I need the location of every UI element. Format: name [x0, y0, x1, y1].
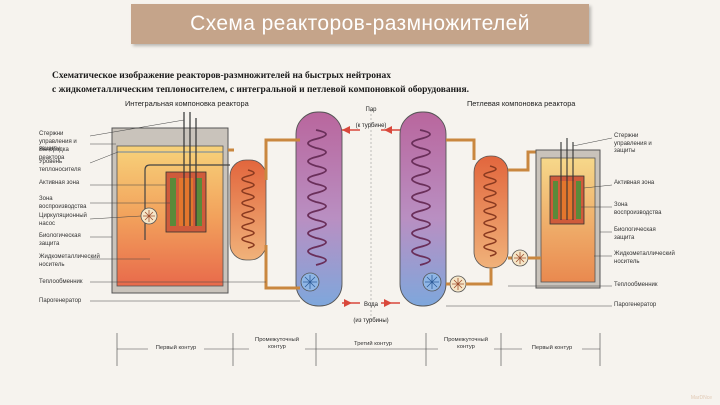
loop-reactor-vessel [511, 138, 601, 289]
integral-heat-exchanger-icon [229, 159, 267, 261]
left-label-steam-generator: Парогенератор [39, 298, 82, 304]
water-arrowhead-left [344, 299, 352, 307]
right-label-breeding-zone: Зона воспроизводства [614, 202, 662, 216]
right-label-control-rods: Стержни управления и защиты [614, 133, 652, 154]
left-steam-generator-icon [295, 111, 343, 307]
water-arrowhead-right [384, 299, 392, 307]
right-leader-lines [446, 137, 613, 307]
loop-subtitle: Петлевая компоновка реактора [467, 99, 576, 108]
integral-reactor-vessel [111, 112, 267, 294]
to-turbine-label: (к турбине) [355, 123, 387, 129]
left-label-breeding-zone: Зона воспроизводства [39, 196, 87, 210]
footer-watermark: MarDNce [690, 395, 712, 401]
right-label-steam-generator: Парогенератор [614, 302, 657, 308]
steam-arrowhead-right [384, 126, 392, 134]
right-label-heat-exchanger: Теплообменник [614, 282, 658, 288]
water-label: Вода [363, 302, 379, 308]
contour-intermediate-left: Промежуточный контур [249, 337, 305, 351]
right-steam-generator-icon [399, 111, 447, 307]
left-label-pump: Циркуляционный насос [39, 213, 87, 227]
diagram-caption: Схематическое изображение реакторов-разм… [52, 69, 472, 97]
caption-line-1: Схематическое изображение реакторов-разм… [52, 71, 391, 81]
left-label-coolant-level: Уровень теплоносителя [39, 159, 81, 173]
contour-first-left: Первый контур [148, 345, 204, 352]
loop-heat-exchanger-icon [449, 155, 509, 293]
left-circuit-pipes [228, 138, 300, 290]
steam-arrowhead-left [342, 126, 350, 134]
left-label-coolant: Жидкометаллический носитель [39, 254, 100, 268]
steam-label: Пар [365, 107, 377, 113]
right-label-coolant: Жидкометаллический носитель [614, 251, 675, 265]
from-turbine-label: (из турбины) [353, 318, 389, 324]
right-label-bio-shield: Биологическая защита [614, 227, 656, 241]
left-label-vessel: Выгородка реактора [39, 147, 69, 161]
left-label-bio-shield: Биологическая защита [39, 233, 81, 247]
right-label-core: Активная зона [614, 180, 655, 186]
contour-first-right: Первый контур [522, 345, 582, 352]
caption-line-2: с жидкометаллическим теплоносителем, с и… [52, 85, 470, 95]
left-leader-lines [89, 119, 300, 302]
page-title: Схема реакторов-размножителей [131, 4, 589, 44]
left-label-control-rods: Стержни управления и защиты [39, 131, 77, 152]
contour-third: Третий контур [346, 341, 400, 348]
left-label-core: Активная зона [39, 180, 80, 186]
left-label-heat-exchanger: Теплообменник [39, 279, 83, 285]
integral-subtitle: Интегральная компоновка реактора [125, 99, 249, 108]
contour-intermediate-right: Промежуточный контур [438, 337, 494, 351]
